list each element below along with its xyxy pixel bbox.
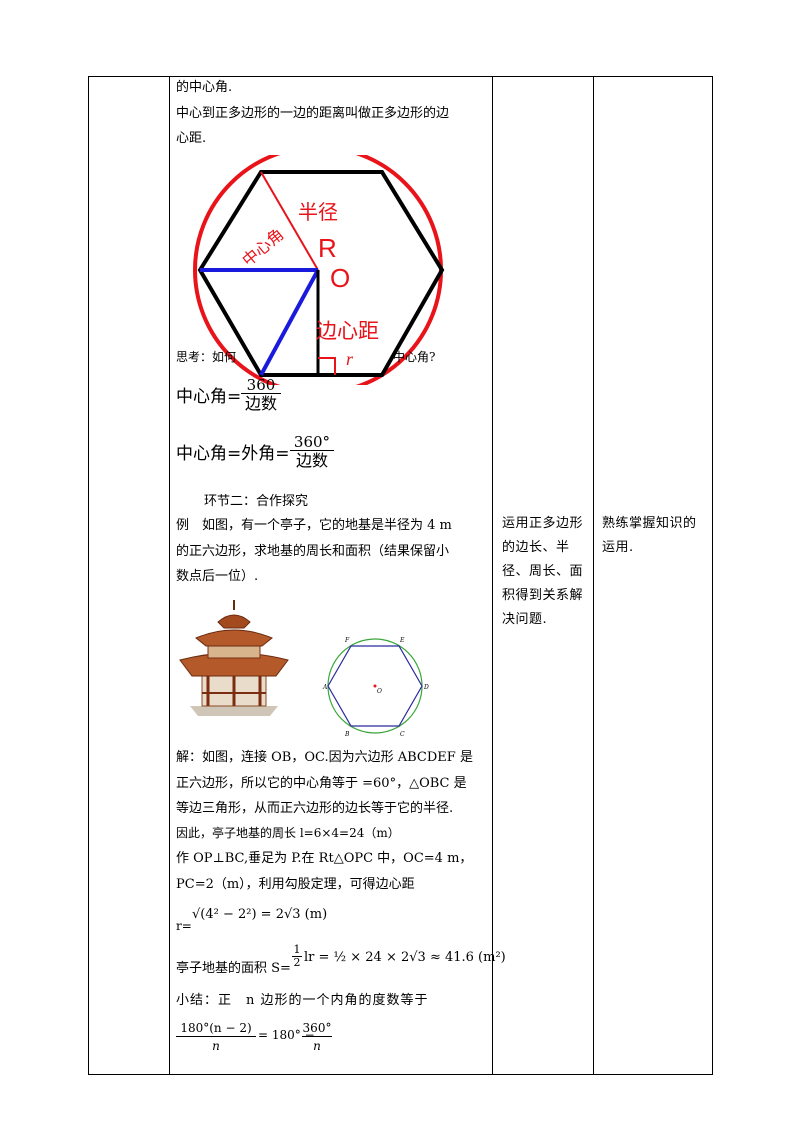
text-line-3: 心距. (176, 131, 207, 146)
activity-description: 运用正多边形的边长、半径、周长、面积得到关系解决问题. (502, 516, 584, 627)
vertex-C-label: C (400, 731, 405, 738)
solution-line-4: 因此，亭子地基的周长 l=6×4=24（m） (176, 826, 400, 840)
fraction-numerator: 360° (293, 433, 331, 451)
lesson-table (88, 76, 713, 1075)
solution-area-formula: lr = ½ × 24 × 2√3 ≈ 41.6 (m²) (304, 950, 506, 965)
col-divider-2 (492, 77, 493, 1074)
col-divider-1 (169, 77, 170, 1074)
hexagon-radius-diagram: 半径 R O 中心角 边心距 r (193, 155, 445, 385)
central-angle-formula-2-fraction: 360° 边数 (290, 434, 334, 471)
vertex-E-label: E (399, 637, 405, 644)
think-text-left: 思考：如何 (176, 350, 237, 364)
col-divider-3 (593, 77, 594, 1074)
central-angle-formula-1-lhs: 中心角= (176, 387, 242, 407)
radius-line (260, 171, 319, 271)
solution-r-formula: √(4² − 2²) = 2√3 (m) (192, 907, 328, 922)
pavilion-image (179, 600, 289, 716)
example-line-2: 的正六边形，求地基的周长和面积（结果保留小 (176, 544, 450, 559)
solution-line-5: 作 OP⊥BC,垂足为 P.在 Rt△OPC 中，OC=4 m， (176, 851, 473, 866)
center-O-label: O (330, 263, 350, 293)
fraction-denominator: n (302, 1036, 332, 1055)
example-line-3: 数点后一位）. (176, 569, 259, 584)
text-line-2: 中心到正多边形的一边的距离叫做正多边形的边 (176, 106, 450, 121)
radius-R-label: R (318, 233, 337, 263)
solution-line-1: 解：如图，连接 OB，OC.因为六边形 ABCDEF 是 (176, 750, 473, 765)
central-angle-side-2 (259, 269, 320, 376)
summary-fraction-1: 180°(n − 2) n (176, 1020, 256, 1055)
summary-equals: = 180° − (258, 1028, 315, 1042)
vertex-D-label: D (423, 684, 429, 691)
central-angle-formula-2-lhs: 中心角=外角= (176, 444, 290, 464)
central-angle-label: 中心角 (239, 225, 287, 270)
think-text-right: 中心角? (393, 350, 436, 364)
text-line-1: 的中心角. (176, 80, 233, 95)
vertex-A-label: A (322, 684, 328, 691)
solution-line-2: 正六边形，所以它的中心角等于 =60°，△OBC 是 (176, 776, 467, 791)
fraction-numerator: 180°(n − 2) (180, 1021, 252, 1035)
vertex-B-label: B (344, 731, 350, 738)
center-point (373, 684, 377, 688)
vertex-F-label: F (344, 637, 350, 644)
fraction-numerator: 360° (302, 1021, 332, 1035)
apothem-label: 边心距 (316, 320, 379, 343)
summary-fraction-2: 360° n (302, 1020, 332, 1055)
section-heading: 环节二：合作探究 (204, 494, 309, 509)
fraction-denominator: 边数 (290, 450, 334, 471)
fraction-denominator: n (176, 1036, 256, 1055)
design-intent: 熟练掌握知识的运用. (602, 516, 697, 555)
hexagon-ABCDEF-figure: A B C D E F O (322, 637, 429, 738)
example-line-1: 例 如图，有一个亭子，它的地基是半径为 4 m (176, 518, 452, 533)
fraction-denominator: 边数 (241, 393, 281, 414)
summary-line-1: 小结：正 n 边形的一个内角的度数等于 (176, 993, 429, 1008)
solution-line-6: PC=2（m），利用勾股定理，可得边心距 (176, 877, 415, 892)
radius-label: 半径 (298, 201, 338, 224)
right-angle-mark (318, 357, 336, 375)
central-angle-formula-1-fraction: 360 边数 (241, 377, 281, 414)
solution-area-lhs: 亭子地基的面积 S= (176, 961, 291, 976)
center-O-label: O (377, 688, 382, 695)
hexagon-ABCDEF (327, 645, 423, 727)
solution-line-3: 等边三角形，从而正六边形的边长等于它的半径. (176, 801, 454, 816)
apothem-r-label: r (346, 349, 354, 369)
fraction-numerator: 360 (246, 376, 276, 394)
solution-r-lhs: r= (176, 919, 192, 933)
